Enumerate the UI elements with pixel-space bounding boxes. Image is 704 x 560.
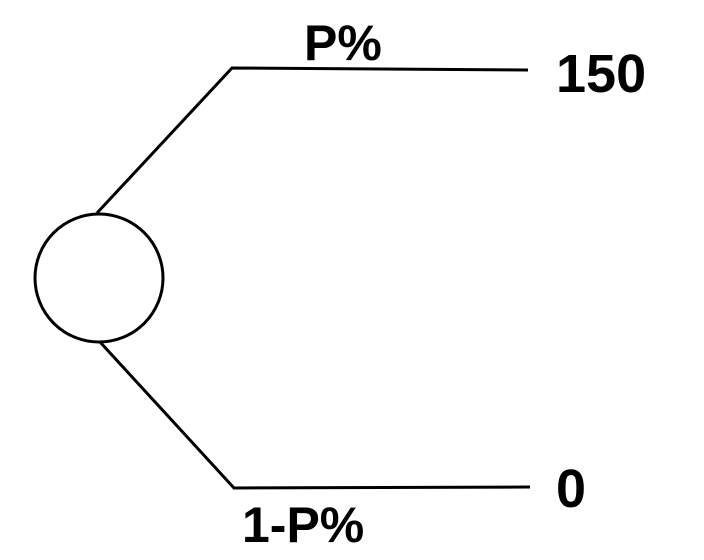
top-branch-probability: P%	[304, 15, 382, 71]
bottom-branch-probability: 1-P%	[242, 497, 365, 553]
bottom-branch-line	[98, 340, 531, 490]
bottom-branch-payoff: 0	[556, 459, 587, 519]
top-branch-payoff: 150	[556, 44, 647, 104]
top-branch-line	[95, 66, 529, 215]
chance-node-circle	[33, 212, 165, 344]
